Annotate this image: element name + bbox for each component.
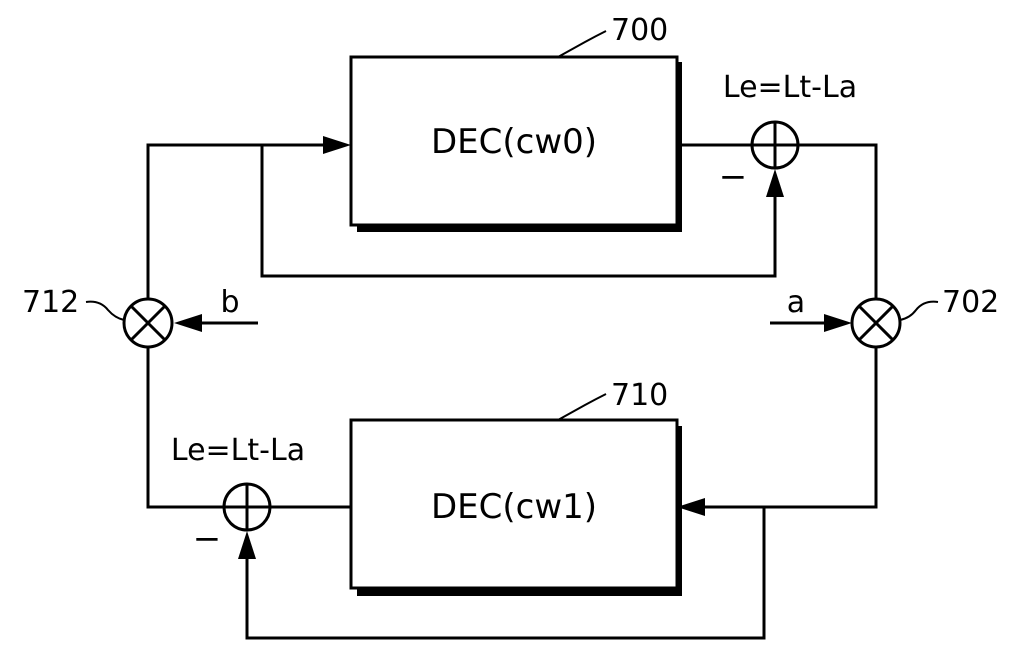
- input-label-a: a: [787, 285, 805, 320]
- decoder-block-bottom: DEC(cw1): [349, 418, 682, 596]
- adder-top: [750, 120, 800, 170]
- adder-bottom-minus-sign: −: [193, 519, 222, 559]
- arrow-into-dec0: [323, 136, 351, 154]
- arrow-into-bottom-adder: [238, 531, 256, 559]
- leader-700: [557, 30, 607, 58]
- wire-adder-to-right-mult: [798, 143, 878, 298]
- wire-right-to-dec1: [700, 346, 878, 509]
- arrow-b-into-left-mult: [174, 314, 202, 332]
- adder-top-equation: Le=Lt-La: [723, 70, 857, 105]
- wire-adder-to-left-mult: [146, 346, 224, 509]
- adder-top-minus-sign: −: [719, 157, 748, 197]
- ref-label-702: 702: [942, 285, 999, 320]
- arrow-a-into-right-mult: [824, 314, 852, 332]
- arrow-into-dec1: [677, 498, 705, 516]
- multiplier-right: [850, 297, 902, 349]
- decoder-block-top: DEC(cw0): [349, 55, 682, 232]
- leader-712: [85, 300, 125, 321]
- leader-702: [899, 300, 939, 321]
- adder-bottom-equation: Le=Lt-La: [171, 433, 305, 468]
- ref-label-700: 700: [611, 13, 668, 48]
- decoder-block-top-label: DEC(cw0): [431, 122, 597, 162]
- ref-label-712: 712: [22, 285, 79, 320]
- wire-dec1-feedback: [245, 507, 766, 640]
- input-label-b: b: [220, 285, 239, 320]
- adder-bottom: [222, 482, 272, 532]
- arrowheads: [174, 136, 852, 559]
- decoder-block-bottom-label: DEC(cw1): [431, 487, 597, 527]
- ref-label-710: 710: [611, 378, 668, 413]
- leader-710: [557, 393, 607, 421]
- wire-left-to-dec0: [146, 143, 330, 300]
- arrow-into-top-adder: [766, 169, 784, 197]
- multiplier-left: [122, 297, 174, 349]
- wire-dec0-feedback: [260, 145, 777, 278]
- wires: [146, 143, 878, 640]
